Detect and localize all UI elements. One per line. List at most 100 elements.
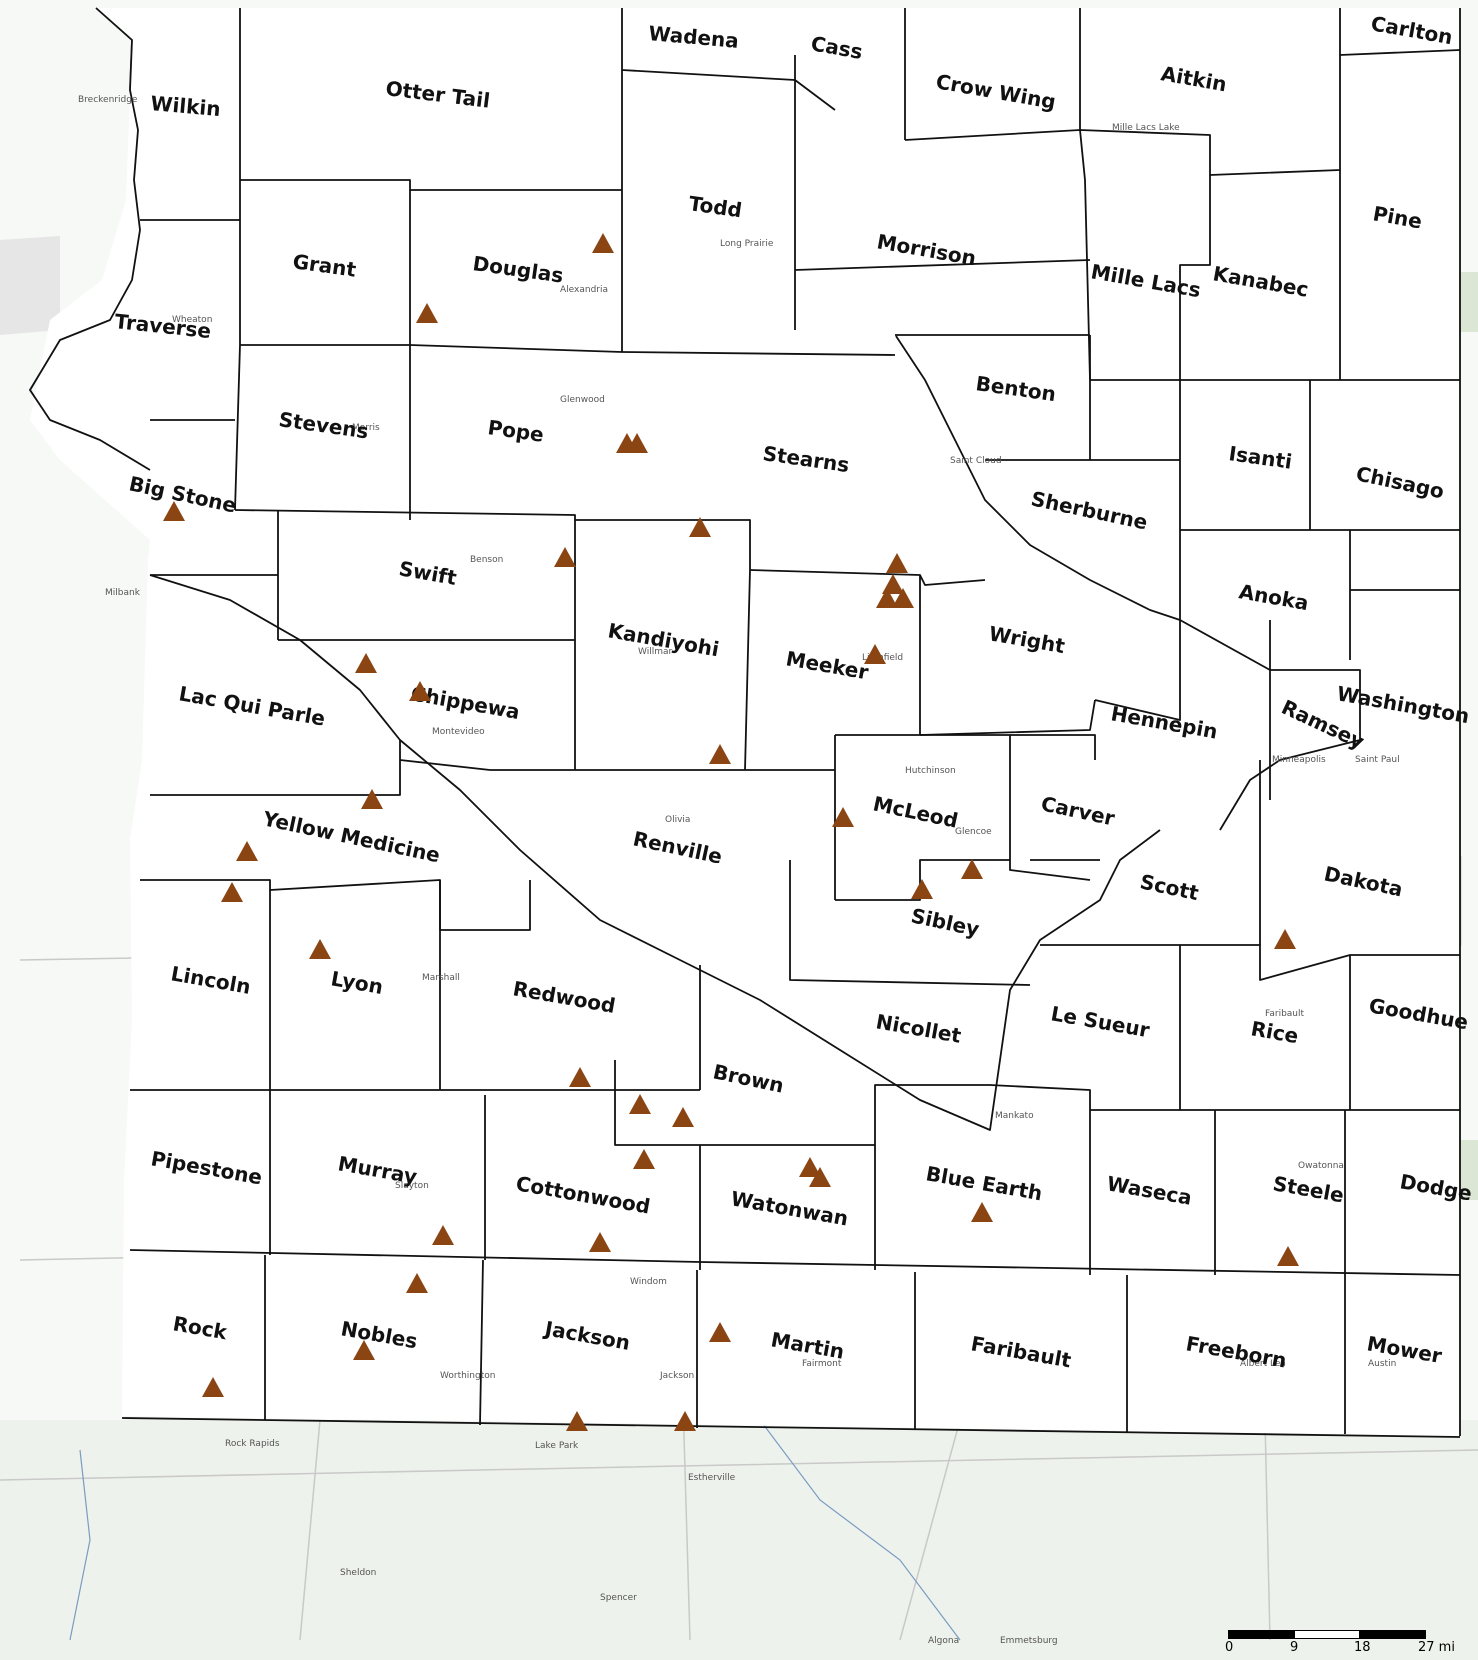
site-marker-20	[961, 859, 983, 879]
place-label-19: Mankato	[995, 1111, 1034, 1121]
place-label-21: Saint Paul	[1355, 755, 1400, 765]
site-marker-29	[971, 1202, 993, 1222]
lake-label: Mille Lacs Lake	[1112, 123, 1180, 133]
county-border-81	[1179, 619, 1271, 671]
county-border-21	[234, 344, 241, 511]
place-label-7: Willmar	[638, 647, 672, 657]
place-label-17: Jackson	[659, 1371, 694, 1381]
site-marker-36	[202, 1377, 224, 1397]
place-label-28: Lake Park	[535, 1441, 579, 1451]
site-marker-18	[309, 939, 331, 959]
place-label-25: Austin	[1368, 1359, 1396, 1369]
county-border-43	[919, 699, 1096, 736]
site-marker-4	[626, 433, 648, 453]
place-label-5: Long Prairie	[720, 239, 774, 249]
site-marker-1	[416, 303, 438, 323]
county-border-57	[1040, 944, 1460, 981]
scale-tick-3: 27 mi	[1418, 1640, 1455, 1655]
site-marker-23	[629, 1094, 651, 1114]
site-markers	[163, 233, 1299, 1431]
place-label-34: Algona	[928, 1636, 959, 1646]
county-border-2	[895, 335, 1181, 621]
place-label-22: Faribault	[1265, 1009, 1304, 1019]
site-marker-14	[709, 744, 731, 764]
site-marker-25	[672, 1107, 694, 1127]
scale-bar: 0 9 18 27 mi	[1225, 1630, 1464, 1656]
county-border-54	[789, 860, 1031, 986]
county-border-52	[835, 734, 1091, 881]
place-label-3: Glenwood	[560, 395, 605, 405]
county-border-38	[749, 569, 986, 586]
county-border-1	[149, 574, 1161, 1131]
site-marker-21	[911, 879, 933, 899]
site-marker-0	[592, 233, 614, 253]
place-labels: BreckenridgeWheatonMorrisGlenwoodAlexand…	[78, 95, 1400, 1646]
site-marker-22	[1274, 929, 1296, 949]
site-marker-12	[355, 653, 377, 673]
county-boundaries	[29, 7, 1461, 1438]
county-border-11	[240, 179, 622, 191]
road-6	[299, 1419, 321, 1641]
site-marker-13	[409, 681, 431, 701]
county-border-17	[794, 259, 1091, 271]
outside-shade	[0, 236, 60, 335]
site-marker-7	[886, 553, 908, 573]
place-label-27: Milbank	[105, 588, 141, 598]
county-border-45	[1219, 669, 1361, 831]
place-label-1: Wheaton	[172, 315, 212, 325]
county-border-25	[1179, 175, 1211, 380]
road-8	[0, 1449, 1478, 1481]
county-border-3	[121, 1417, 1461, 1438]
site-marker-37	[566, 1411, 588, 1431]
site-marker-19	[832, 807, 854, 827]
place-label-20: Minneapolis	[1272, 755, 1326, 765]
site-marker-9	[892, 588, 914, 608]
place-label-29: Estherville	[688, 1473, 736, 1483]
site-marker-26	[633, 1149, 655, 1169]
scale-tick-1: 9	[1290, 1640, 1299, 1655]
place-label-15: Windom	[630, 1277, 667, 1287]
place-label-4: Alexandria	[560, 285, 608, 295]
site-marker-38	[674, 1411, 696, 1431]
river-rock	[69, 1449, 91, 1641]
county-border-76	[479, 1259, 484, 1426]
county-border-47	[399, 759, 491, 771]
place-label-13: Marshall	[422, 973, 460, 983]
site-marker-6	[554, 547, 576, 567]
site-marker-15	[361, 789, 383, 809]
site-marker-27	[799, 1157, 821, 1177]
site-marker-35	[709, 1322, 731, 1342]
place-label-33: Sheldon	[340, 1568, 376, 1578]
study-area-fill	[30, 8, 1460, 1436]
county-border-44	[1094, 620, 1181, 721]
county-border-24	[1079, 129, 1091, 381]
scale-seg-2	[1294, 1630, 1360, 1639]
place-label-16: Worthington	[440, 1371, 495, 1381]
site-marker-5	[689, 517, 711, 537]
place-label-11: Hutchinson	[905, 766, 956, 776]
county-border-63	[614, 1060, 1091, 1146]
county-border-74	[129, 1249, 1461, 1276]
site-marker-11	[864, 644, 886, 664]
road-7	[899, 1419, 961, 1641]
site-marker-16	[236, 841, 258, 861]
place-label-23: Owatonna	[1298, 1161, 1344, 1171]
place-label-26: Saint Cloud	[950, 456, 1002, 466]
county-border-53	[835, 859, 1010, 901]
site-marker-24	[569, 1067, 591, 1087]
site-marker-30	[432, 1225, 454, 1245]
place-label-10: Olivia	[665, 815, 690, 825]
place-label-2: Morris	[352, 423, 380, 433]
place-label-9: Montevideo	[432, 727, 485, 737]
place-label-14: Slayton	[395, 1181, 429, 1191]
place-label-6: Benson	[470, 555, 503, 565]
scale-tick-2: 18	[1354, 1640, 1371, 1655]
river-east-fork-des-moines	[759, 1419, 961, 1641]
site-marker-2	[163, 501, 185, 521]
scale-tick-0: 0	[1225, 1640, 1234, 1655]
place-label-31: Rock Rapids	[225, 1439, 280, 1449]
site-marker-10	[876, 588, 898, 608]
county-border-46	[150, 740, 401, 796]
